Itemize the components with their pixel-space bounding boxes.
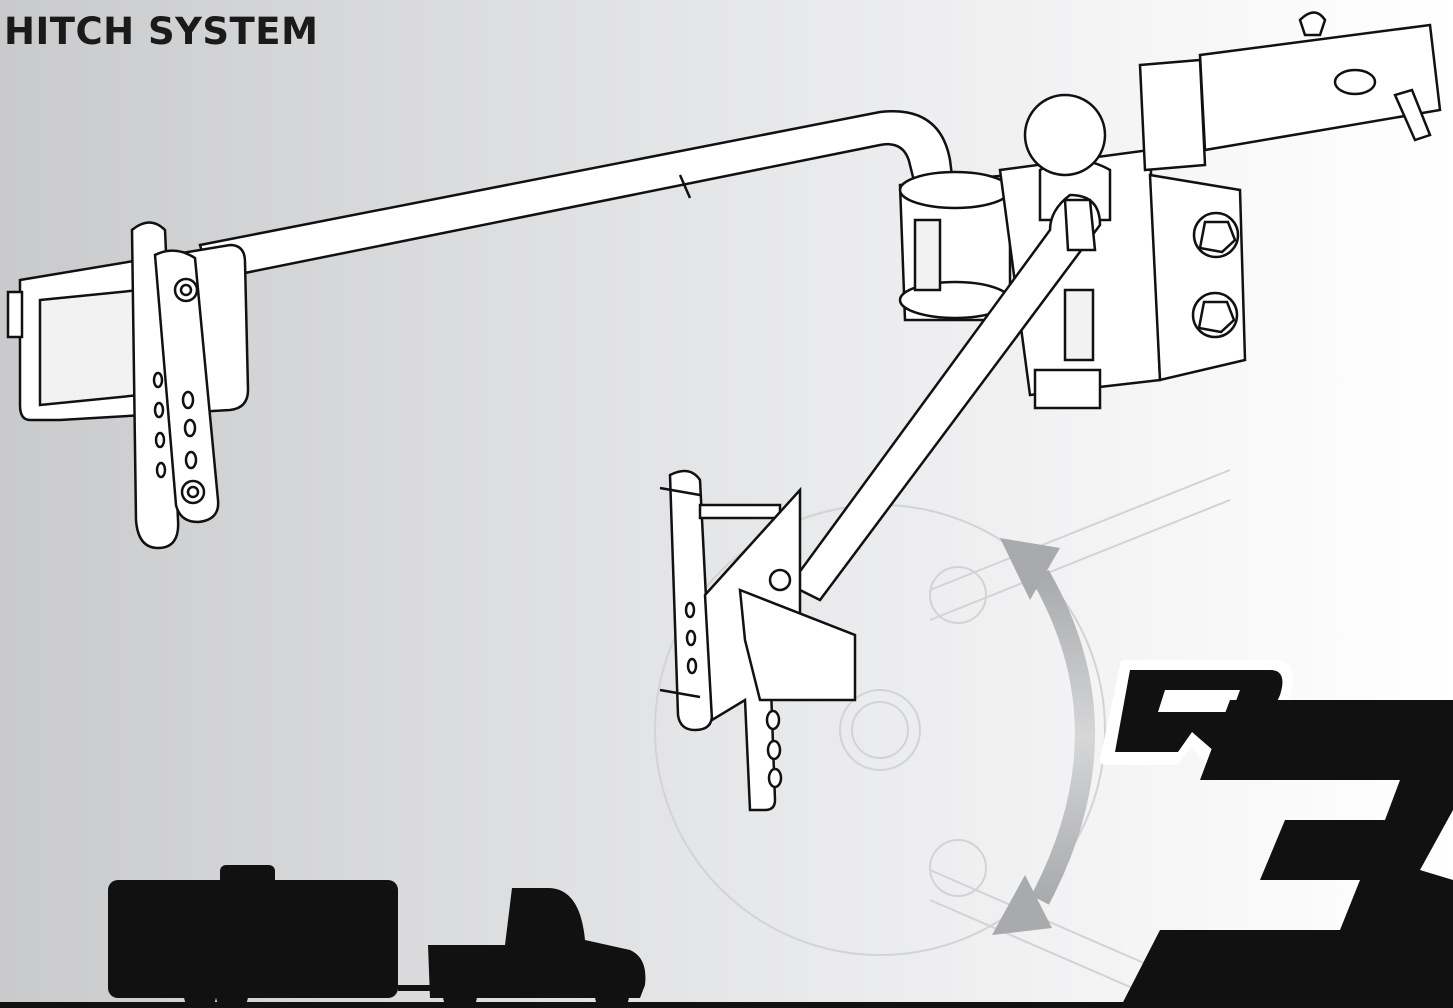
right-bracket-assembly [659, 469, 857, 812]
rotation-arrow-icon [992, 538, 1095, 935]
trademark-symbol: TM [1256, 738, 1274, 752]
left-bracket-assembly [6, 221, 250, 550]
truck-silhouette-icon [428, 888, 646, 1008]
page-title: HITCH SYSTEM [4, 10, 319, 53]
bottom-divider [0, 1002, 1453, 1008]
left-spring-bar [198, 109, 957, 282]
ghost-rotation-diagram [654, 469, 1231, 1001]
right-spring-bar [788, 193, 1102, 602]
numeral-three-mark [1120, 700, 1453, 1008]
hitch-head [898, 93, 1247, 410]
r-logo-mark [1100, 660, 1294, 765]
trailer-silhouette-icon [108, 865, 438, 1008]
hitch-shank [1138, 11, 1442, 172]
